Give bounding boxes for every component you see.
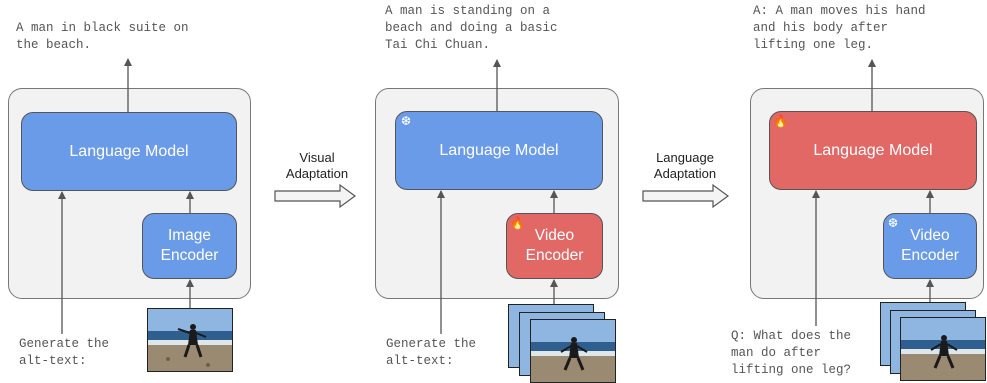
stage2-frame-3 <box>530 319 616 383</box>
language-adaptation-label: Language Adaptation <box>653 150 717 181</box>
stage3-video-encoder: Video Encoder <box>883 213 977 279</box>
visual-adaptation-label: Visual Adaptation <box>285 150 349 181</box>
stage2-video-encoder: Video Encoder <box>506 213 603 279</box>
stage1-image-encoder: Image Encoder <box>142 213 237 279</box>
stage1-output-text: A man in black suite on the beach. <box>16 21 189 52</box>
stage3-language-model: Language Model <box>769 111 977 190</box>
language-adaptation-arrow <box>642 183 730 209</box>
fire-icon: 🔥 <box>773 114 788 128</box>
stage1-language-model: Language Model <box>21 112 237 191</box>
stage2-output-text: A man is standing on a beach and doing a… <box>385 4 558 52</box>
stage3-prompt: Q: What does the man do after lifting on… <box>731 329 852 377</box>
snowflake-icon: ❆ <box>401 114 412 128</box>
stage2-prompt: Generate the alt-text: <box>386 337 477 368</box>
snowflake-icon: ❆ <box>888 216 899 230</box>
stage2-language-model: Language Model <box>395 111 603 190</box>
stage3-output-text: A: A man moves his hand and his body aft… <box>753 4 926 52</box>
fire-icon: 🔥 <box>510 216 525 230</box>
stage1-input-image <box>147 308 233 372</box>
stage3-frame-3 <box>900 317 986 381</box>
stage1-prompt: Generate the alt-text: <box>19 337 110 368</box>
visual-adaptation-arrow <box>274 183 357 209</box>
